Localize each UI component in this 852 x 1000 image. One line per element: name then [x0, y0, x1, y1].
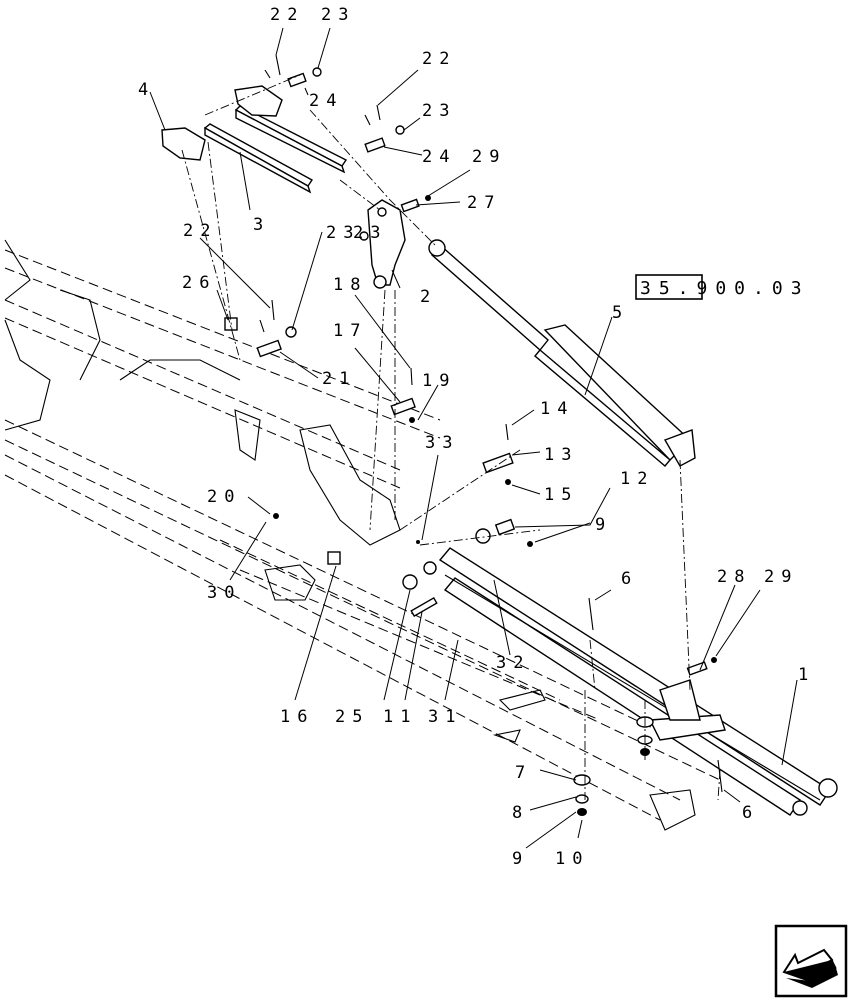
callout-7: 7	[515, 763, 532, 783]
previous-page-arrow-icon[interactable]	[774, 924, 848, 998]
part-1-hitch-frame	[438, 547, 838, 816]
callout-32: 32	[496, 653, 530, 673]
part-3-links	[203, 105, 348, 194]
callout-29-lower: 29	[764, 567, 798, 587]
callout-23: 23	[321, 5, 355, 25]
callout-22-right: 22	[422, 49, 456, 69]
callout-27: 27	[467, 193, 501, 213]
callout-24: 24	[309, 91, 343, 111]
callout-30: 30	[207, 583, 241, 603]
callout-21: 21	[322, 369, 356, 389]
reference-box	[635, 274, 703, 300]
callout-18: 18	[333, 275, 367, 295]
callout-17: 17	[333, 321, 367, 341]
part-4-plates	[161, 85, 283, 161]
callout-23-left: 23	[326, 223, 360, 243]
callout-22-left: 22	[183, 221, 217, 241]
callout-23-right: 23	[422, 101, 456, 121]
cross-reference[interactable]: 35.900.03	[635, 274, 810, 300]
leader-lines	[149, 27, 798, 849]
callout-19: 19	[422, 371, 456, 391]
callout-20: 20	[207, 487, 241, 507]
part-2-bracket	[367, 199, 406, 289]
callout-13: 13	[544, 445, 578, 465]
callout-12: 12	[620, 469, 654, 489]
callout-29-upper: 29	[472, 147, 506, 167]
callout-14: 14	[540, 399, 574, 419]
callout-11: 11	[383, 707, 417, 727]
callout-2: 2	[420, 287, 437, 307]
callout-5: 5	[612, 303, 629, 323]
reference-label[interactable]: 35.900.03	[640, 278, 810, 299]
callout-8: 8	[512, 803, 529, 823]
callout-6-lower: 6	[742, 803, 759, 823]
callout-33: 33	[425, 433, 459, 453]
callout-9-lower: 9	[512, 849, 529, 869]
callout-28: 28	[717, 567, 751, 587]
assembly-centerlines	[181, 74, 721, 801]
callout-10: 10	[555, 849, 589, 869]
callout-9-upper: 9	[595, 515, 612, 535]
callout-25: 25	[335, 707, 369, 727]
part-5-cylinder	[428, 239, 696, 467]
callout-24-right: 24	[422, 147, 456, 167]
callout-16: 16	[280, 707, 314, 727]
callout-23-bracket: 23	[353, 223, 387, 243]
callout-1: 1	[798, 665, 815, 685]
callout-labels: 4 3 22 23 24 22 23 24 29 27 22 23 23 26 …	[138, 5, 815, 869]
callout-26: 26	[182, 273, 216, 293]
callout-6-upper: 6	[621, 569, 638, 589]
callout-3: 3	[253, 215, 270, 235]
callout-15: 15	[544, 485, 578, 505]
callout-4: 4	[138, 80, 155, 100]
phantom-main-frame	[4, 239, 721, 831]
callout-22: 22	[270, 5, 304, 25]
callout-31: 31	[428, 707, 462, 727]
